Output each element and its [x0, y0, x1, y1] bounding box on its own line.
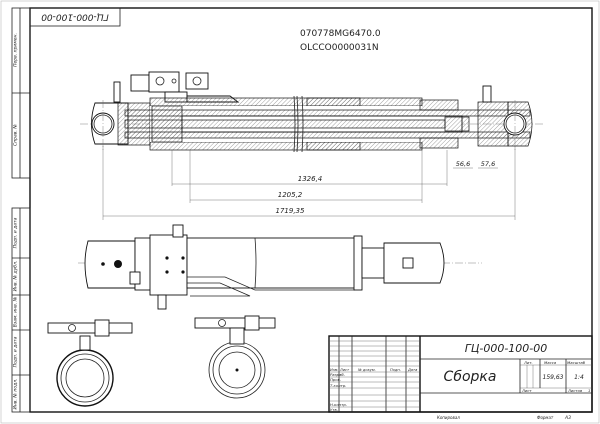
col-header: Дата: [407, 368, 417, 372]
role-label: Пров.: [330, 377, 341, 382]
end-view-rear: [47, 319, 133, 407]
col-header: № докум.: [357, 368, 376, 372]
cylinder-side-view: [78, 224, 482, 310]
col-header: Лист: [339, 368, 350, 372]
side-label: Перв. примен.: [13, 33, 19, 67]
designation: ГЦ-000-100-00: [465, 342, 548, 355]
dimension-label: 1326,4: [298, 175, 323, 183]
stamp-text: ГЦ-000-100-00: [41, 12, 109, 22]
side-label: Инв. № дубл.: [13, 261, 19, 292]
sheet-label: Лист: [521, 388, 532, 393]
end-view-front: [194, 315, 276, 399]
format-value: A3: [564, 415, 571, 421]
sheets-label: Листов: [567, 388, 583, 393]
format-label: Формат: [537, 415, 554, 420]
dimensions: 1326,4 1205,2 1719,35 56,6 57,6: [102, 146, 516, 220]
side-label: Инв. № подл.: [13, 378, 19, 409]
role-label: Н.контр.: [330, 402, 347, 407]
mass-value: 159,63: [543, 374, 564, 381]
copied-label: Копировал: [437, 415, 460, 420]
side-label: Подп. и дата: [13, 336, 19, 367]
col-header: Изм.: [330, 368, 338, 372]
top-left-stamp: ГЦ-000-100-00: [29, 7, 121, 27]
scale-value: 1:4: [574, 374, 584, 381]
side-strip: Перв. примен. Справ. № Подп. и дата Инв.…: [11, 7, 31, 413]
scale-label: Масштаб: [567, 360, 586, 365]
side-label: Подп. и дата: [13, 217, 19, 248]
sheets-value: 1: [588, 388, 590, 393]
lit-label: Лит.: [523, 360, 533, 365]
mass-label: Масса: [544, 360, 557, 365]
part-number-1: 070778MG6470.0: [300, 29, 381, 39]
drawing-name: Сборка: [444, 369, 497, 385]
cylinder-section-view: [80, 71, 545, 153]
part-number-2: OLCCO0000031N: [300, 43, 379, 53]
col-header: Подп.: [390, 368, 401, 372]
side-label: Справ. №: [13, 124, 19, 146]
role-label: Утв.: [330, 407, 338, 412]
role-label: Т.контр.: [330, 383, 346, 388]
role-label: Разраб.: [330, 372, 345, 377]
dimension-label: 1205,2: [278, 191, 303, 199]
dimension-label: 56,6: [456, 160, 470, 168]
dimension-label: 57,6: [481, 160, 495, 168]
side-label: Взам. инв. №: [13, 296, 19, 327]
dimension-label: 1719,35: [276, 207, 305, 215]
title-block: ГЦ-000-100-00 Сборка Изм. Лист № докум. …: [328, 335, 593, 421]
